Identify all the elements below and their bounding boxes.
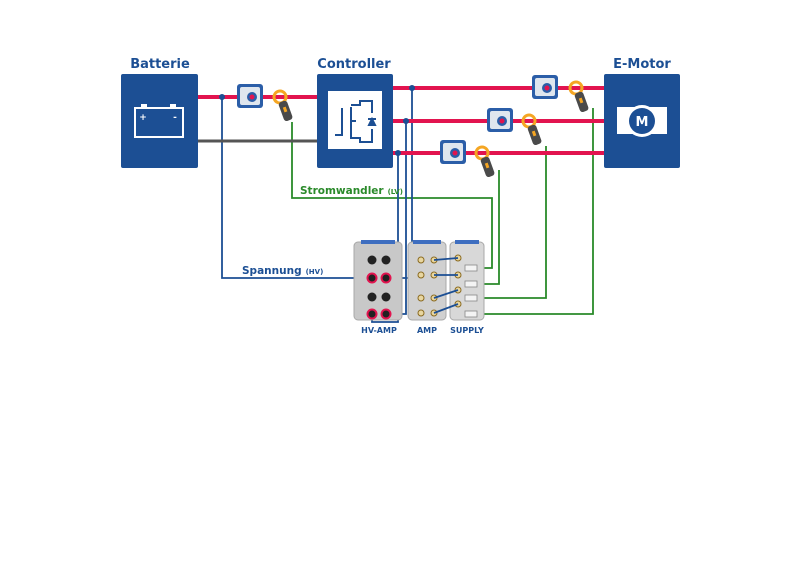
transducer-icon [532,75,558,99]
motor-block: M [604,74,680,168]
clamp-icon [474,145,495,178]
signal-wire-3 [478,146,547,299]
module-label-supply: SUPPLY [450,326,484,335]
junction-dot [395,150,401,156]
module-cables [433,257,459,314]
stromwandler-label: Stromwandler(LV) [300,185,403,197]
current-transducers [237,75,558,164]
battery-title: Batterie [130,57,190,72]
battery-minus: - [173,113,177,123]
transducer-icon [237,84,263,108]
module-hv-amp [353,240,403,321]
battery-plus: + [139,113,147,123]
module-label-amp: AMP [417,326,437,335]
transducer-icon [487,108,513,132]
current-transducer-wires [291,108,594,315]
motor-title: E-Motor [613,57,671,72]
current-clamps [272,80,589,178]
controller-title: Controller [317,57,391,72]
clamp-icon [521,113,542,146]
battery-block: + - [121,74,198,168]
controller-block [317,74,393,168]
clamp-icon [568,80,589,113]
signal-wire-1 [291,122,493,269]
spannung-label: Spannung(HV) [242,265,323,277]
junction-dots [219,85,415,156]
battery-icon [134,104,184,138]
signal-wire-2 [478,170,500,285]
junction-dot [403,118,409,124]
motor-icon [629,108,655,134]
transistor-icon [335,100,377,143]
clamp-icon [272,89,293,122]
module-label-hv-amp: HV-AMP [361,326,397,335]
motor-symbol: M [636,115,649,130]
signal-wire-4 [478,108,594,315]
module-supply [449,240,485,321]
junction-dot [409,85,415,91]
transducer-icon [440,140,466,164]
module-amp [407,240,447,321]
junction-dot [219,94,225,100]
voltage-wire-battery [221,97,378,279]
